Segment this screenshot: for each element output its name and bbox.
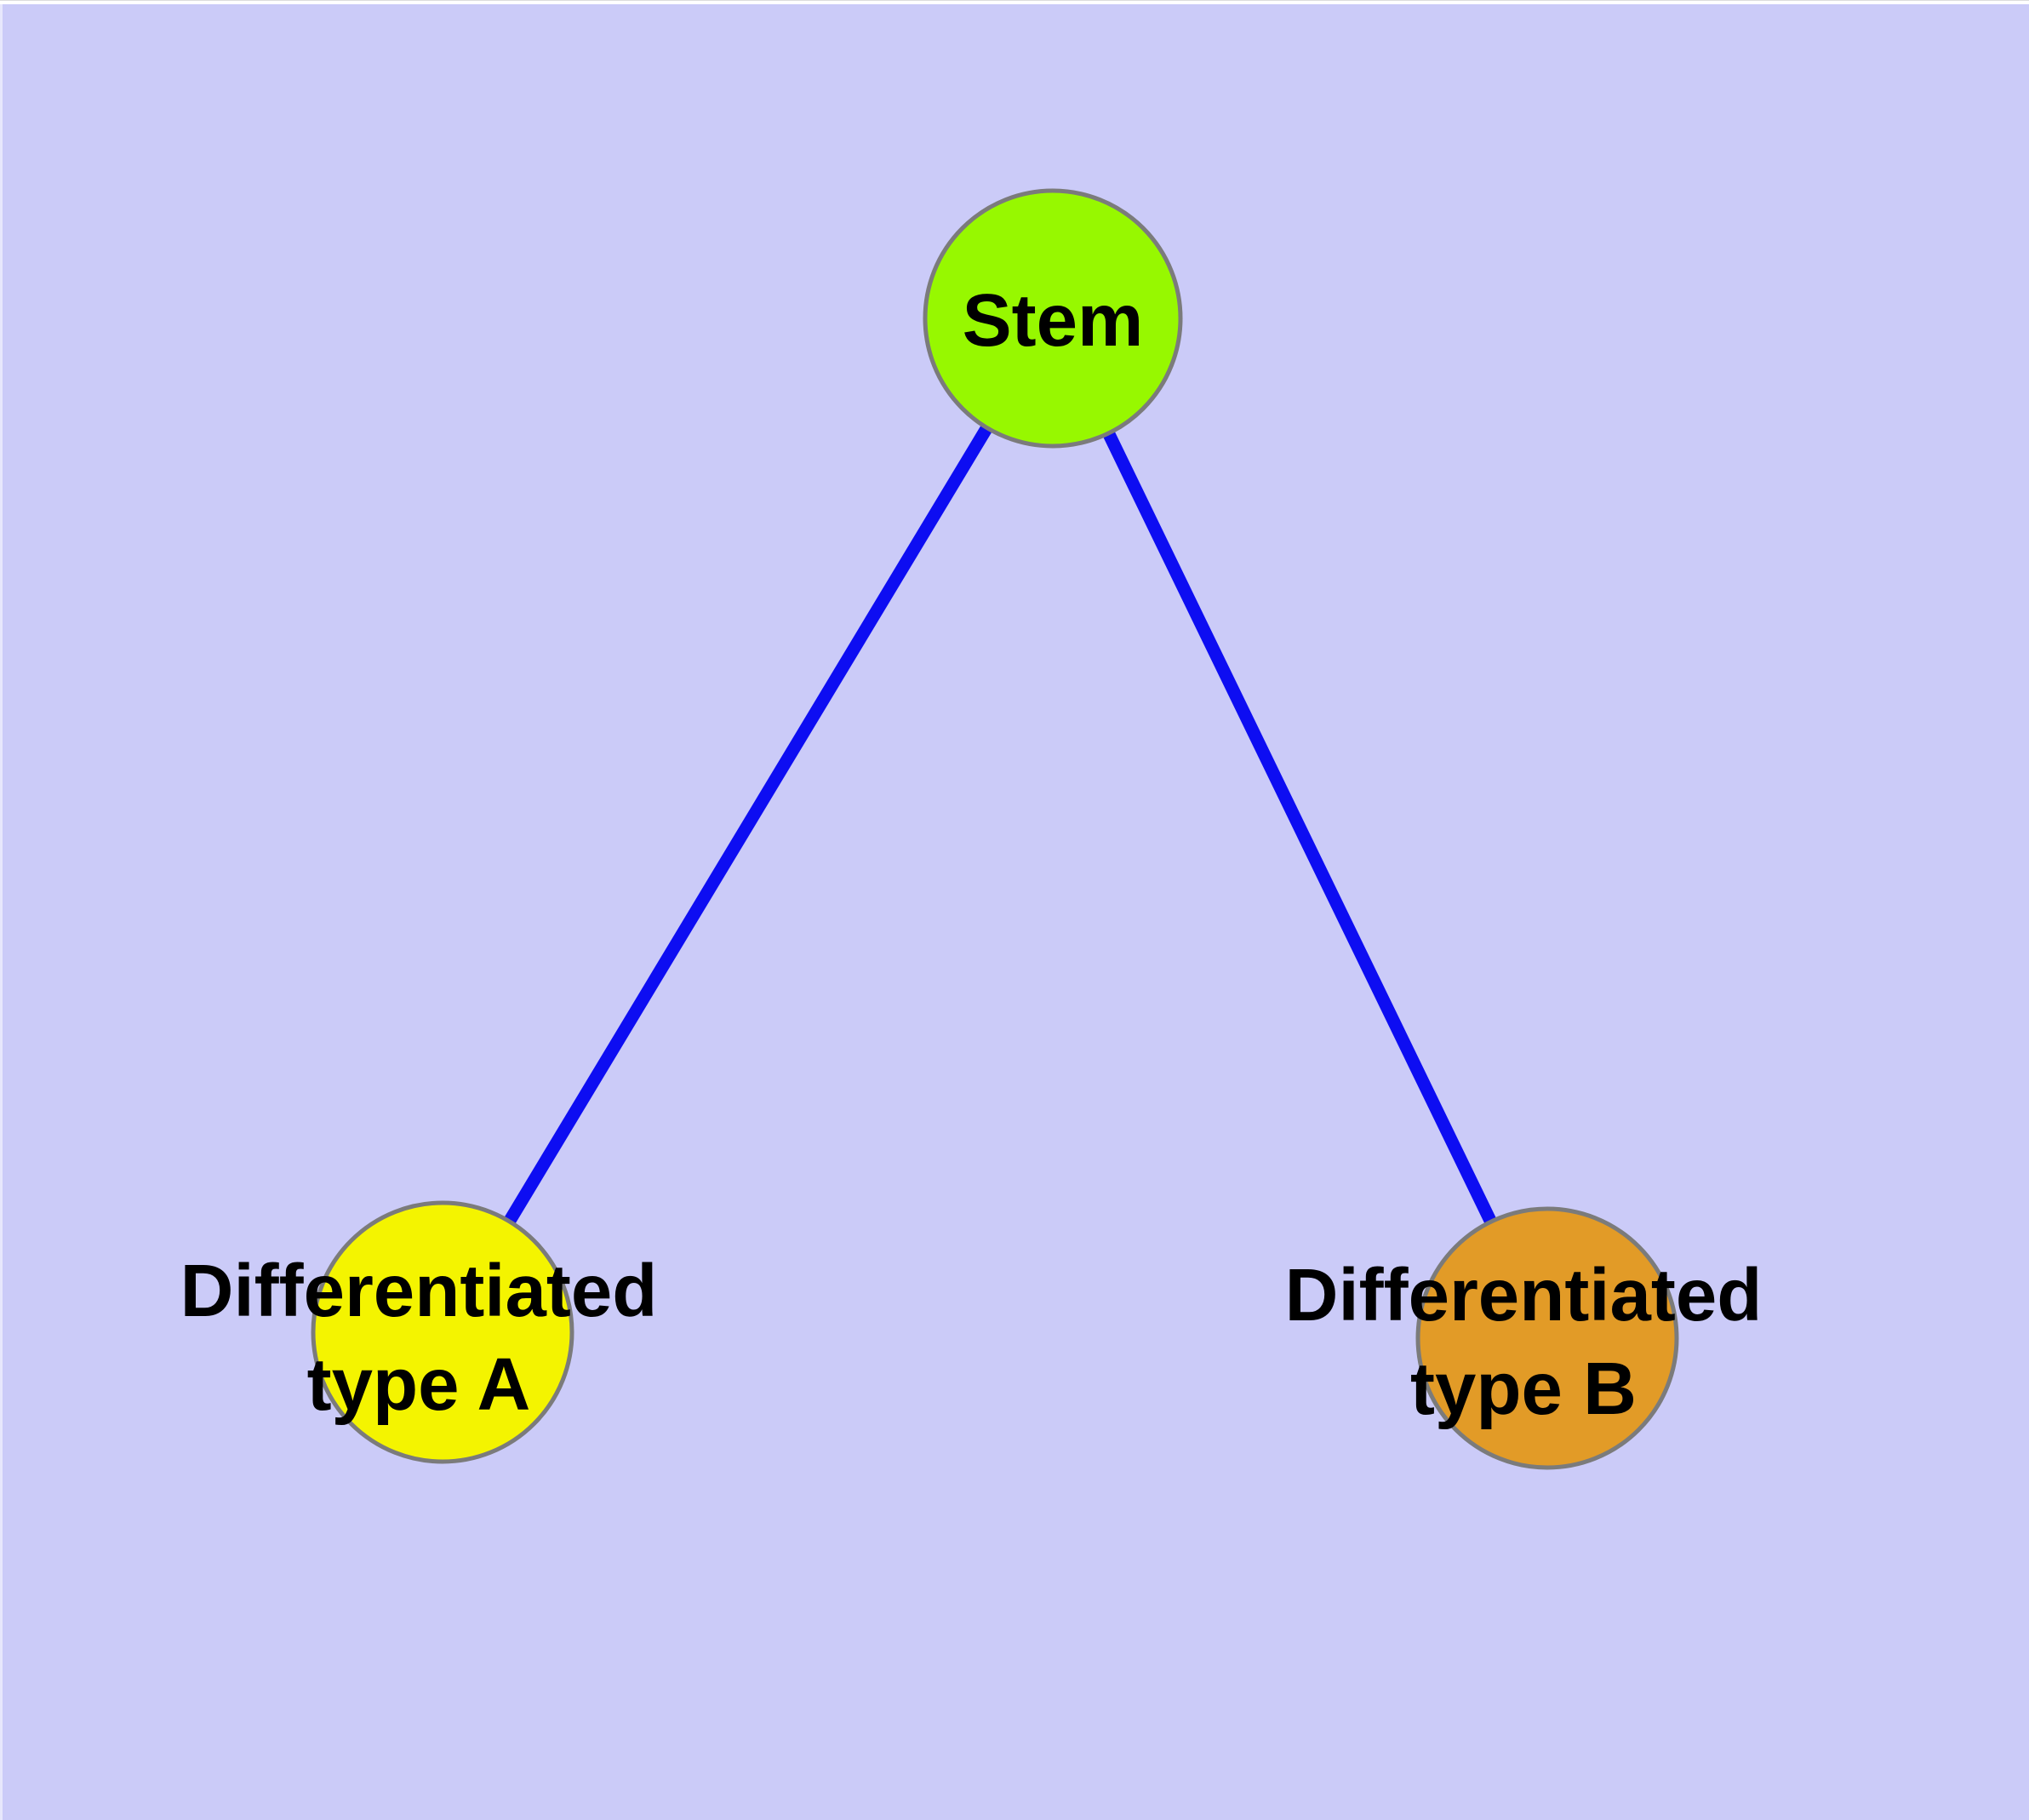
node-stem-label: Stem bbox=[963, 279, 1144, 362]
node-type-b-label-line1: Differentiated bbox=[1285, 1254, 1763, 1336]
window-edge-top bbox=[0, 0, 2029, 4]
window-edge-top-hairline bbox=[0, 0, 2029, 1]
edge-stem-to-type-b bbox=[1047, 315, 1553, 1342]
node-differentiated-type-b bbox=[1415, 1206, 1679, 1470]
node-type-b-label-line2: type B bbox=[1410, 1348, 1637, 1430]
node-type-a-label-line2: type A bbox=[307, 1343, 531, 1426]
window-edge-left bbox=[0, 4, 3, 1820]
node-stem bbox=[923, 188, 1183, 449]
edge-stem-to-type-a bbox=[437, 315, 1059, 1336]
node-type-a-label-line1: Differentiated bbox=[180, 1250, 658, 1332]
node-differentiated-type-a bbox=[311, 1200, 574, 1464]
